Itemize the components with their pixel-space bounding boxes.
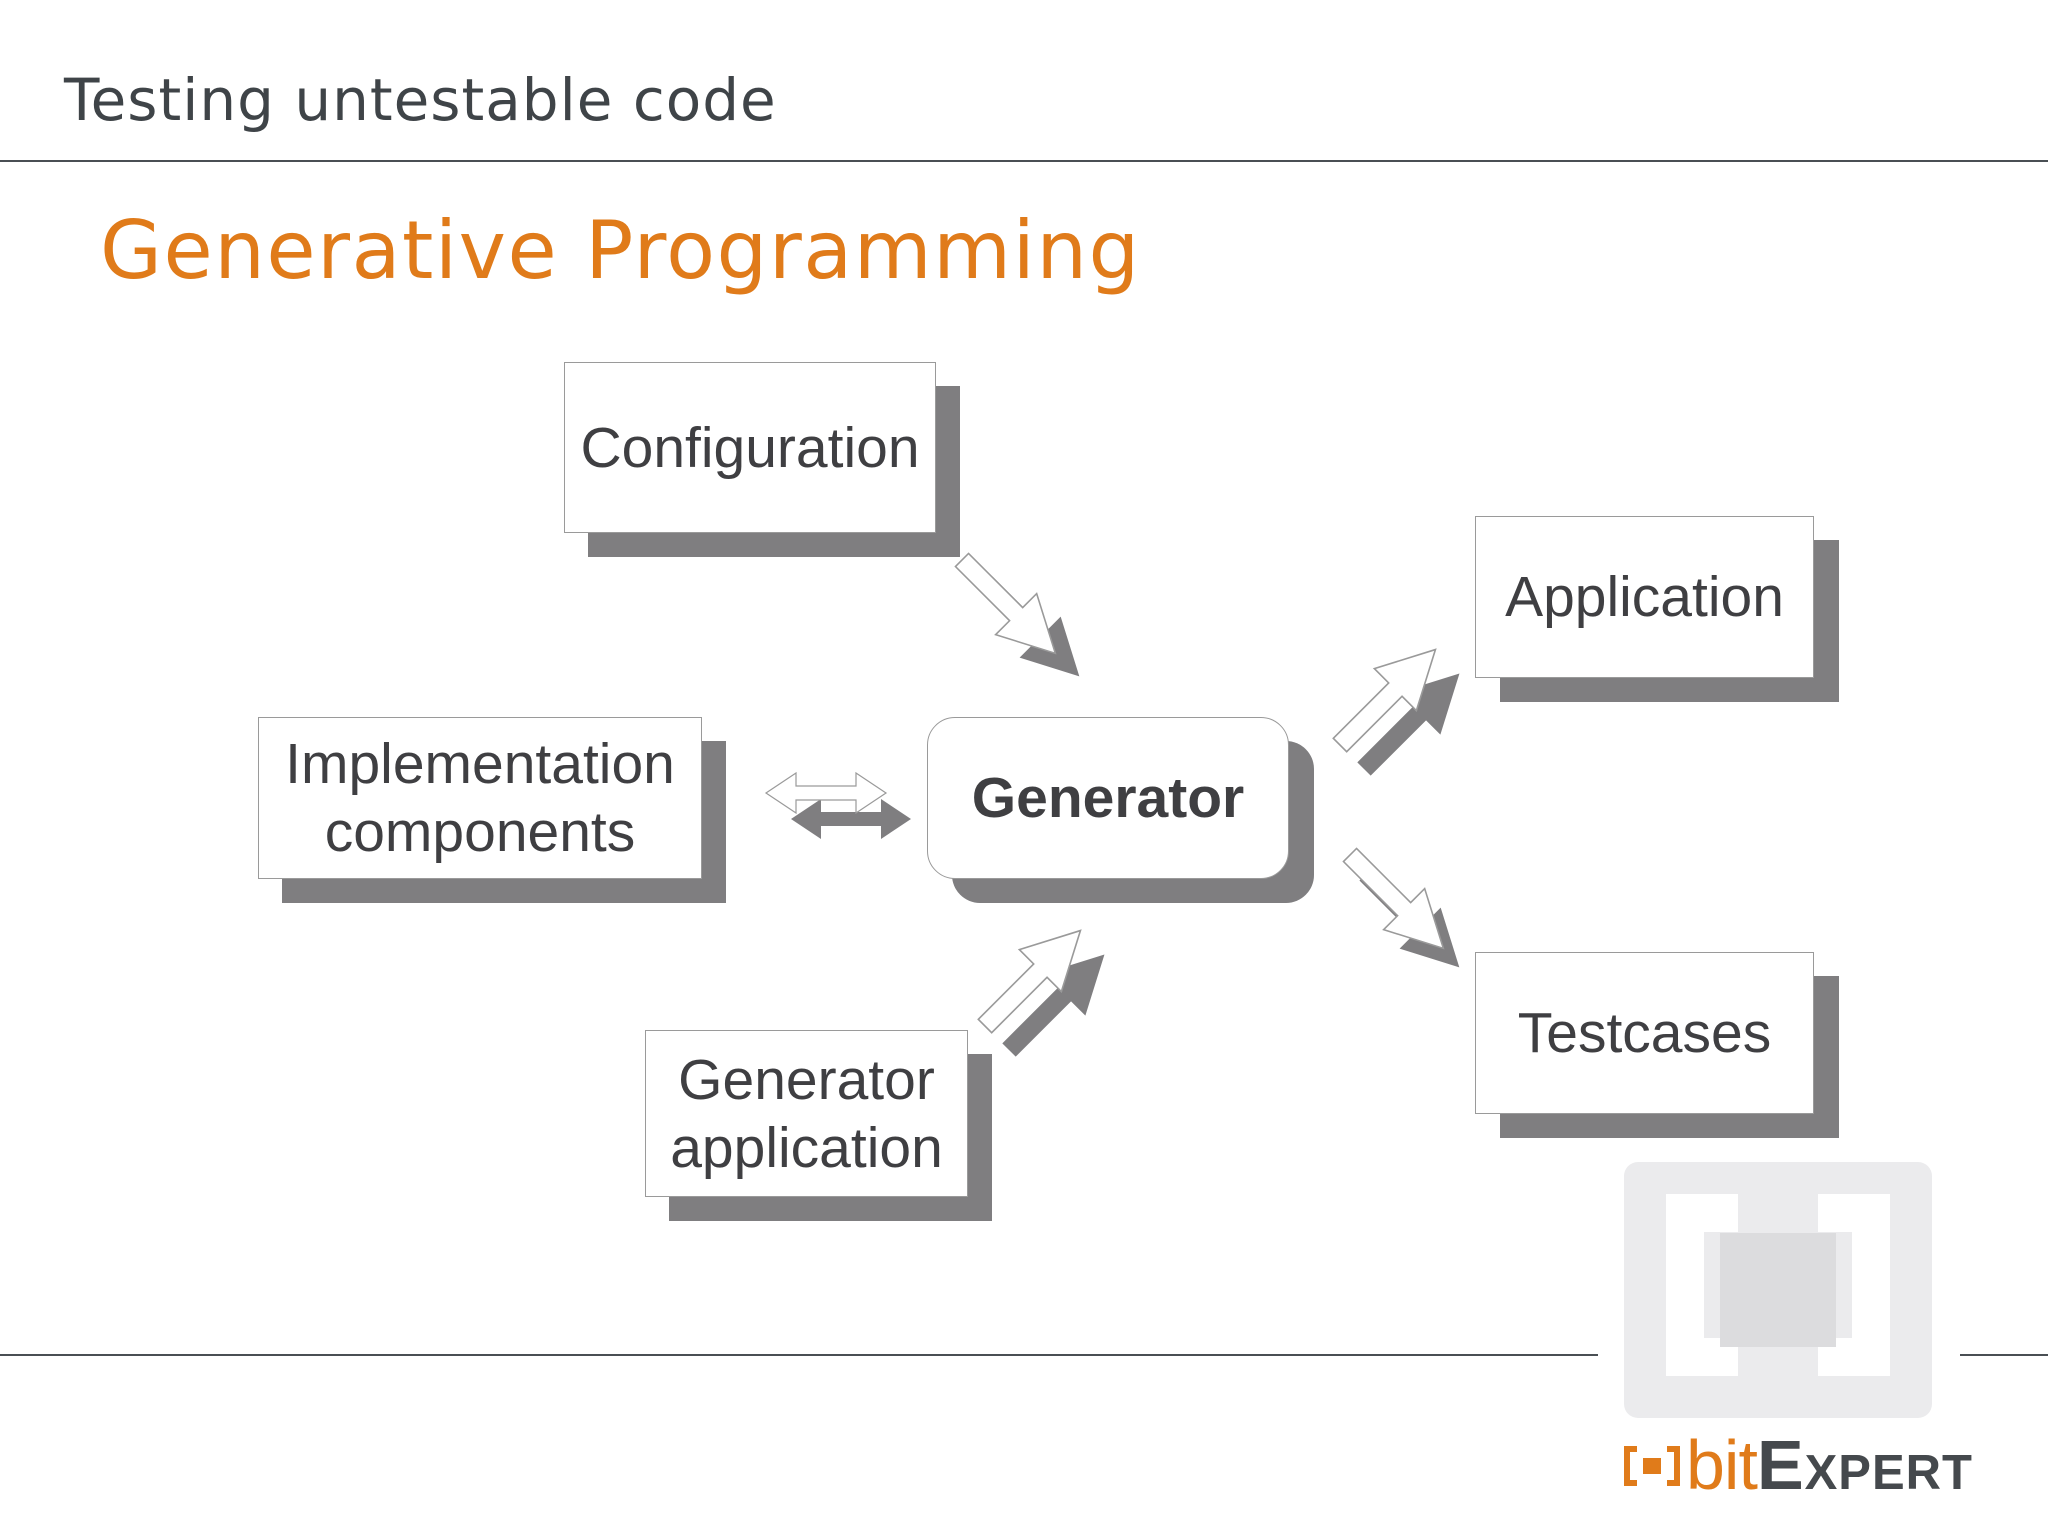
generator-application-box: Generator application (645, 1030, 968, 1197)
arrow-configuration-to-generator (940, 538, 1100, 697)
testcases-box: Testcases (1475, 952, 1814, 1114)
application-label: Application (1505, 565, 1784, 629)
configuration-label: Configuration (580, 415, 920, 480)
generator-application-label-line2: application (670, 1115, 943, 1180)
implementation-components-box: Implementation components (258, 717, 702, 879)
logo-expert-text: Expert (1756, 1426, 1973, 1504)
bitexpert-logo-watermark (1624, 1162, 1932, 1418)
generator-label: Generator (971, 766, 1245, 830)
logo-bit-text: bit (1686, 1426, 1758, 1504)
arrow-implementation-generator-bidirectional (765, 772, 911, 839)
bitexpert-logo-text: bitExpert (1686, 1420, 1973, 1510)
header-title: Testing untestable code (64, 66, 777, 134)
arrow-generator-to-application (1318, 627, 1481, 791)
application-box: Application (1475, 516, 1814, 678)
bottom-divider-right (1960, 1354, 2048, 1356)
slide-title: Generative Programming (100, 204, 1141, 297)
implementation-label-line1: Implementation (285, 732, 675, 796)
top-divider (0, 160, 2048, 162)
generator-box: Generator (927, 717, 1289, 879)
arrow-generator-to-testcases (1328, 833, 1480, 988)
configuration-box: Configuration (564, 362, 936, 533)
testcases-label: Testcases (1517, 1001, 1772, 1065)
implementation-label-line2: components (324, 800, 636, 864)
bitexpert-logo-icon (1624, 1446, 1680, 1486)
generator-application-label-line1: Generator (678, 1047, 935, 1112)
bottom-divider-left (0, 1354, 1598, 1356)
arrow-generator-application-to-generator (963, 908, 1126, 1072)
